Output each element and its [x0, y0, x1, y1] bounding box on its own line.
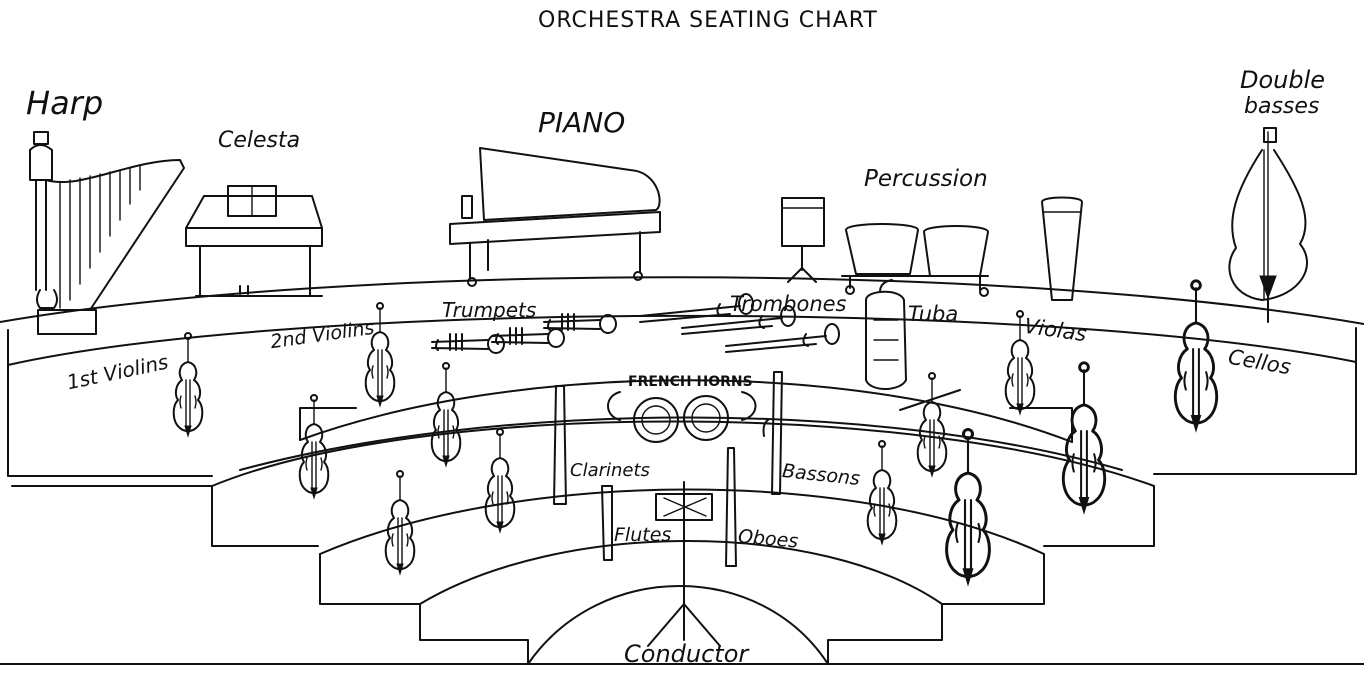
label-french-horns: FRENCH HORNS	[628, 374, 753, 390]
second-violin-3	[484, 428, 516, 533]
label-percussion: Percussion	[864, 166, 988, 192]
label-trombones: Trombones	[730, 292, 847, 316]
label-harp: Harp	[26, 84, 104, 122]
first-violin-1	[172, 332, 204, 437]
first-violin-2	[298, 394, 330, 499]
second-violin-2	[430, 362, 462, 467]
label-clarinets: Clarinets	[570, 460, 650, 481]
label-celesta: Celesta	[218, 128, 301, 153]
riser-3-top	[319, 488, 1045, 555]
celesta-drawing	[185, 185, 323, 297]
label-trumpets: Trumpets	[442, 298, 537, 322]
riser-4-top	[419, 540, 943, 605]
viola-3	[866, 440, 898, 545]
oboe-drawing	[725, 447, 737, 567]
label-conductor: Conductor	[624, 640, 749, 668]
label-tuba: Tuba	[908, 302, 959, 326]
bassoon-drawing	[762, 371, 783, 495]
harp-drawing	[29, 131, 185, 335]
flute-drawing	[601, 485, 613, 561]
riser-1-front	[7, 361, 1357, 477]
first-violin-3	[384, 470, 416, 575]
french-horns-drawing	[607, 391, 757, 443]
label-double-basses-1: Double	[1240, 66, 1326, 94]
riser-back-edge	[0, 276, 1364, 325]
label-piano: PIANO	[538, 106, 626, 139]
percussion-drawing	[781, 196, 1083, 301]
viola-2	[916, 372, 948, 477]
page-title: ORCHESTRA SEATING CHART	[538, 8, 878, 33]
label-flutes: Flutes	[614, 524, 672, 546]
riser-1-top	[7, 314, 1357, 366]
tuba-drawing	[865, 279, 907, 390]
riser-2-top	[211, 420, 1155, 487]
piano-drawing	[449, 147, 661, 287]
double-bass-drawing	[1228, 127, 1309, 323]
cello-3	[945, 428, 991, 586]
clarinet-drawing	[553, 385, 567, 505]
conductor-stand	[647, 481, 721, 647]
podium-arc	[527, 585, 829, 665]
label-double-basses-2: basses	[1244, 94, 1320, 119]
cello-2	[1061, 361, 1107, 514]
